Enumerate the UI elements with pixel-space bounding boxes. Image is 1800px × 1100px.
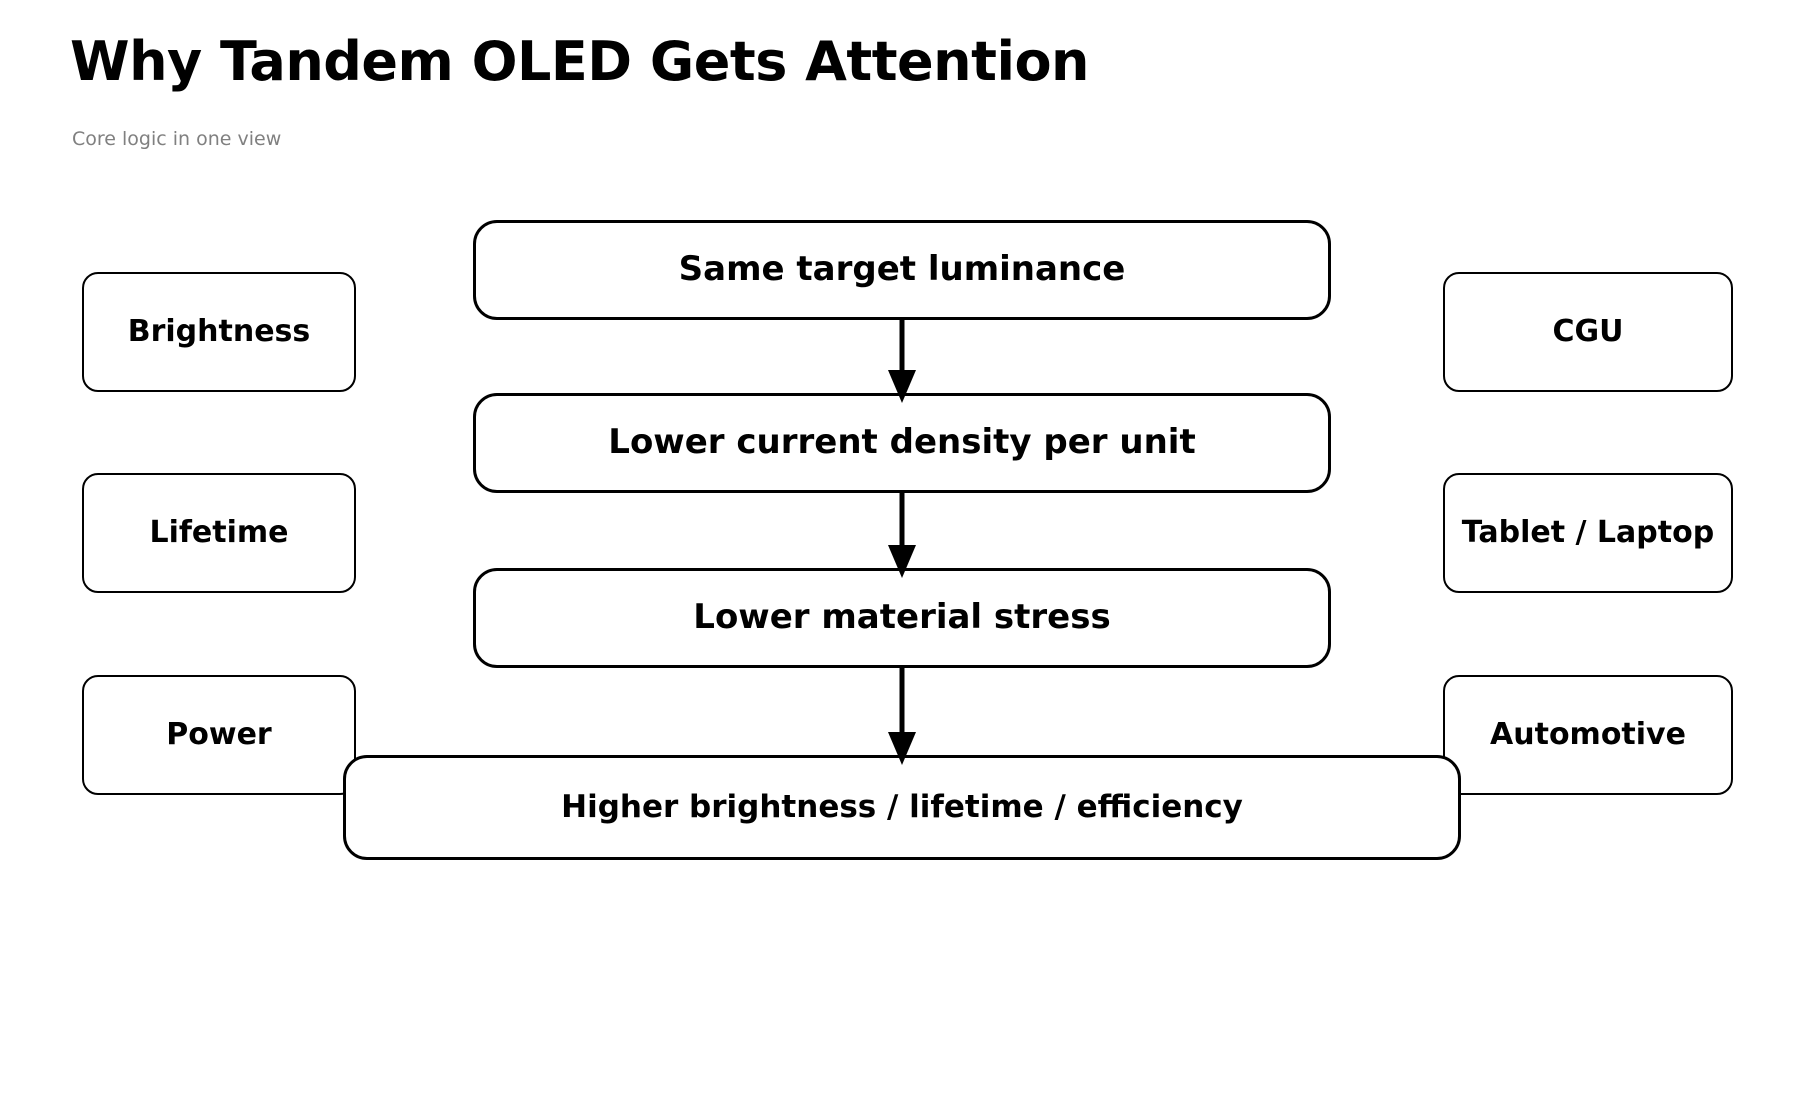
- node-power[interactable]: Power: [82, 675, 356, 795]
- node-automotive[interactable]: Automotive: [1443, 675, 1733, 795]
- page-title: Why Tandem OLED Gets Attention: [70, 30, 1090, 93]
- node-higher-brightness-lifetime-efficiency[interactable]: Higher brightness / lifetime / efficienc…: [343, 755, 1461, 860]
- node-tablet-laptop[interactable]: Tablet / Laptop: [1443, 473, 1733, 593]
- node-cgu[interactable]: CGU: [1443, 272, 1733, 392]
- node-lower-material-stress[interactable]: Lower material stress: [473, 568, 1331, 668]
- node-brightness[interactable]: Brightness: [82, 272, 356, 392]
- node-lifetime[interactable]: Lifetime: [82, 473, 356, 593]
- node-same-target-luminance[interactable]: Same target luminance: [473, 220, 1331, 320]
- page-subtitle: Core logic in one view: [72, 128, 282, 150]
- node-lower-current-density[interactable]: Lower current density per unit: [473, 393, 1331, 493]
